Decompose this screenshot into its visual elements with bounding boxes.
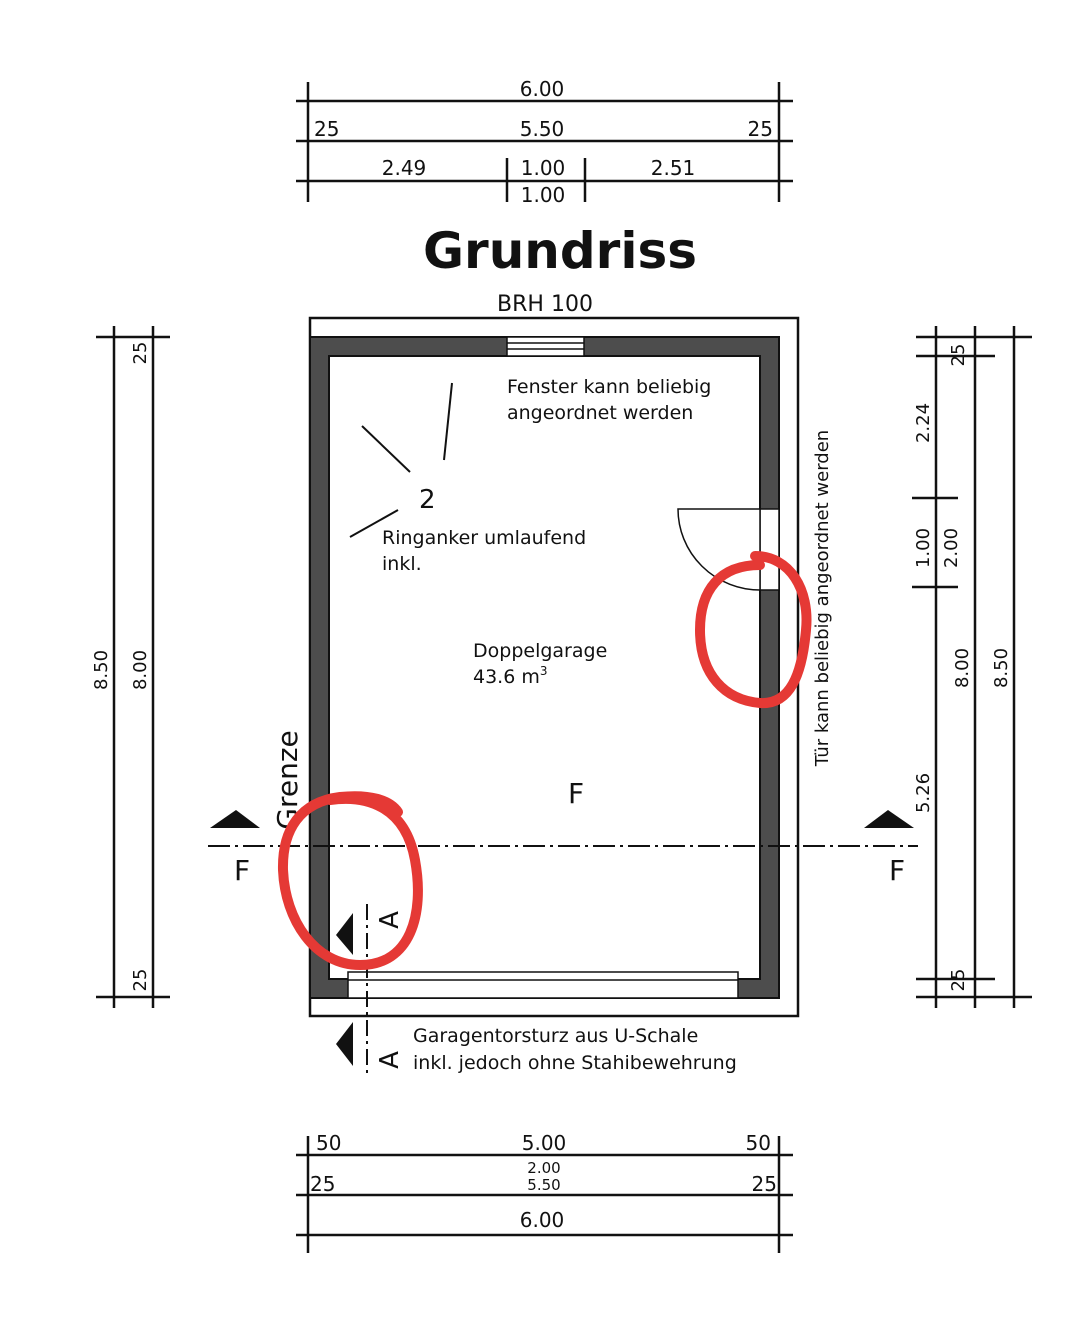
- bottom-dim-500: 5.00: [522, 1131, 567, 1155]
- top-dim-249: 2.49: [382, 156, 427, 180]
- ringanker-leaders: [349, 382, 453, 538]
- room-volume-exponent: 3: [540, 664, 548, 678]
- right-dim-door-width: 1.00: [913, 528, 934, 568]
- lintel-note-line1: Garagentorsturz aus U-Schale: [413, 1025, 698, 1047]
- top-dim-total: 6.00: [520, 77, 565, 101]
- lintel-note-line2: inkl. jedoch ohne Stahibewehrung: [413, 1052, 737, 1074]
- garage-door-opening: [347, 971, 739, 999]
- ringanker-note-line2: inkl.: [382, 553, 422, 575]
- top-dim-100-sub: 1.00: [521, 183, 566, 207]
- left-dim-bottom: 25: [130, 969, 151, 992]
- section-f-center-label: F: [568, 777, 584, 810]
- top-dim-550: 5.50: [520, 117, 565, 141]
- top-dim-251: 2.51: [651, 156, 696, 180]
- room-name: Doppelgarage: [473, 640, 607, 662]
- plan-title: Grundriss: [423, 222, 697, 280]
- brh-label: BRH 100: [497, 292, 593, 317]
- ringanker-note-line1: Ringanker umlaufend: [382, 527, 586, 549]
- room-interior: [329, 356, 760, 979]
- section-f-left-arrow: [210, 810, 260, 828]
- section-a-bottom-arrow: [336, 1022, 353, 1066]
- window-note-line2: angeordnet werden: [507, 402, 693, 424]
- top-dim-right-25: 25: [748, 117, 773, 141]
- top-dimension-chain: [296, 82, 793, 202]
- left-dimension-chain: [96, 326, 170, 1008]
- section-a-top-label: A: [375, 911, 405, 929]
- door-note: Tür kann beliebig angeordnet werden: [812, 430, 833, 767]
- garage-outline: [308, 316, 800, 1018]
- window-symbol: [506, 336, 585, 357]
- right-dim-door-height: 2.00: [941, 528, 962, 568]
- bottom-dim-550: 5.50: [527, 1176, 560, 1194]
- bottom-dimension-chain: [296, 1136, 793, 1253]
- section-a-top-arrow: [336, 913, 353, 955]
- bottom-dim-right-50: 50: [746, 1131, 771, 1155]
- window-note-line1: Fenster kann beliebig: [507, 376, 711, 398]
- left-dim-inner: 8.00: [130, 650, 151, 690]
- left-dim-outer: 8.50: [91, 650, 112, 690]
- left-dim-top: 25: [130, 342, 151, 365]
- right-dim-top: 25: [948, 344, 969, 367]
- right-dim-bottom: 25: [948, 969, 969, 992]
- section-a-bottom-label: A: [375, 1051, 405, 1069]
- red-marker-door-circle: [694, 551, 812, 709]
- right-dim-lower: 5.26: [913, 773, 934, 813]
- bottom-dim-200: 2.00: [527, 1159, 560, 1177]
- right-dim-inner: 8.00: [952, 648, 973, 688]
- red-marker-grenze-circle: [277, 791, 423, 971]
- bottom-dim-left-50: 50: [316, 1131, 341, 1155]
- ringanker-number: 2: [419, 485, 436, 515]
- right-dimension-chain: [912, 326, 1032, 1008]
- right-dim-outer: 8.50: [991, 648, 1012, 688]
- bottom-dim-right-25: 25: [752, 1172, 777, 1196]
- top-dim-100: 1.00: [521, 156, 566, 180]
- right-dim-upper: 2.24: [913, 403, 934, 443]
- section-f-right-label: F: [889, 854, 905, 887]
- top-dim-left-25: 25: [314, 117, 339, 141]
- bottom-dim-total: 6.00: [520, 1208, 565, 1232]
- bottom-dim-left-25: 25: [310, 1172, 335, 1196]
- room-volume: 43.6 m3: [473, 664, 548, 688]
- section-f-right-arrow: [864, 810, 914, 828]
- section-f-left-label: F: [234, 854, 250, 887]
